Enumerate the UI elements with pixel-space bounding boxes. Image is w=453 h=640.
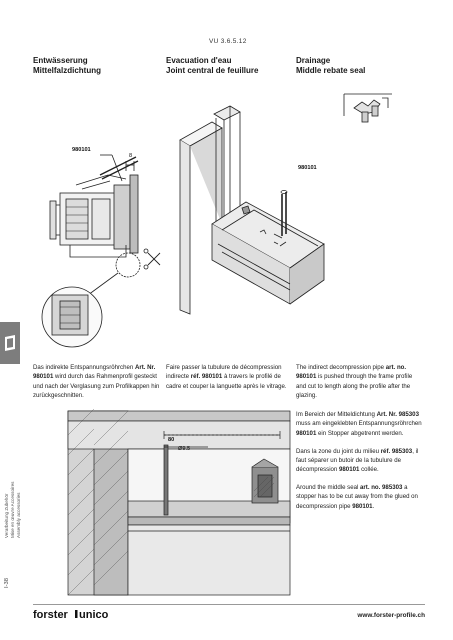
heading-french-line1: Evacuation d'eau [166,56,232,65]
text-en2-part: Around the middle seal [296,483,361,491]
text-en2-article: 980101 [352,502,373,510]
sidebar-label-en: Assembly accessories [16,492,21,538]
heading-french: Evacuation d'eau Joint central de feuill… [166,56,258,76]
callout-diameter: Ø9.5 [178,446,191,452]
document-code: VU 3.6.5.12 [209,38,247,45]
text-fr-article: réf. 980101 [190,373,223,381]
text-fr-part: à travers le profilé de cadre et couper … [166,373,287,390]
text-fr2-article: 980101 [339,466,360,474]
callout-right-part-number: 980101 [298,165,317,171]
sidebar-label-de: Verarbeitung Zubehör [4,493,9,538]
svg-text:forster: forster [33,609,69,621]
callout-left-dimension: 8 [129,153,133,159]
text-fr2-part: , il faut séparer un butoir de la tubulu… [296,447,419,474]
text-fr-part: Faire passer la tubulure de décompressio… [166,364,282,381]
sidebar-label-fr: Mise en œuvre Accessoires [10,481,15,538]
frame-corner-drawing [179,105,325,315]
text-en2-part: a stopper has to be cut away from the gl… [296,483,418,510]
heading-english-line2: Middle rebate seal [296,66,366,75]
profile-section-drawing [41,154,161,348]
stopper-detail-drawing [343,93,392,123]
forster-unico-logo: forster unico [33,609,109,621]
text-de2-part: muss am eingeklebten Entspannungsröhrche… [296,420,422,428]
heading-german: Entwässerung Mittelfalzdichtung [33,56,101,76]
heading-german-line1: Entwässerung [33,56,88,65]
text-column-french: Faire passer la tubulure de décompressio… [166,363,288,399]
svg-text:unico: unico [79,609,109,621]
text-de-article: Art. Nr. 980101 [33,364,156,381]
text-column-english: The indirect decompression pipe art. no.… [296,363,424,519]
text-fr2-part: collée. [359,466,379,474]
middle-seal-section-drawing [67,408,291,596]
text-column-german: Das indirekte Entspannungsröhrchen Art. … [33,363,160,409]
text-en2-article: art. no. 985303 [360,483,403,491]
text-fr2-article: réf. 985303 [380,447,413,455]
text-de-part: wird durch das Rahmenprofil gesteckt und… [33,373,160,399]
heading-english-line1: Drainage [296,56,331,65]
website-url: www.forster-profile.ch [357,612,425,619]
text-de2-article: Art. Nr. 985303 [376,411,419,419]
heading-french-line2: Joint central de feuillure [166,66,259,75]
heading-german-line2: Mittelfalzdichtung [33,66,101,75]
text-en-part: The indirect decompression pipe [296,364,386,371]
text-en-part: is pushed through the frame profile and … [296,373,413,399]
footer-divider [33,604,425,605]
page-number: I-38 [4,578,10,588]
text-de2-part: ein Stopper abgetrennt werden. [316,429,404,437]
text-de2-article: 980101 [296,429,317,437]
text-de-part: Das indirekte Entspannungsröhrchen [33,364,135,371]
text-en2-part: . [372,502,375,510]
sidebar-labels: Verarbeitung Zubehör Mise en œuvre Acces… [0,468,24,538]
text-de2-part: Im Bereich der Mitteldichtung [296,411,377,419]
profile-section-icon [5,335,15,351]
text-en-article: art. no. 980101 [296,364,407,381]
callout-dimension-80: 80 [168,437,175,443]
callout-left-part-number: 980101 [72,147,91,153]
heading-english: Drainage Middle rebate seal [296,56,365,76]
text-fr2-part: Dans la zone du joint du milieu [296,447,381,455]
